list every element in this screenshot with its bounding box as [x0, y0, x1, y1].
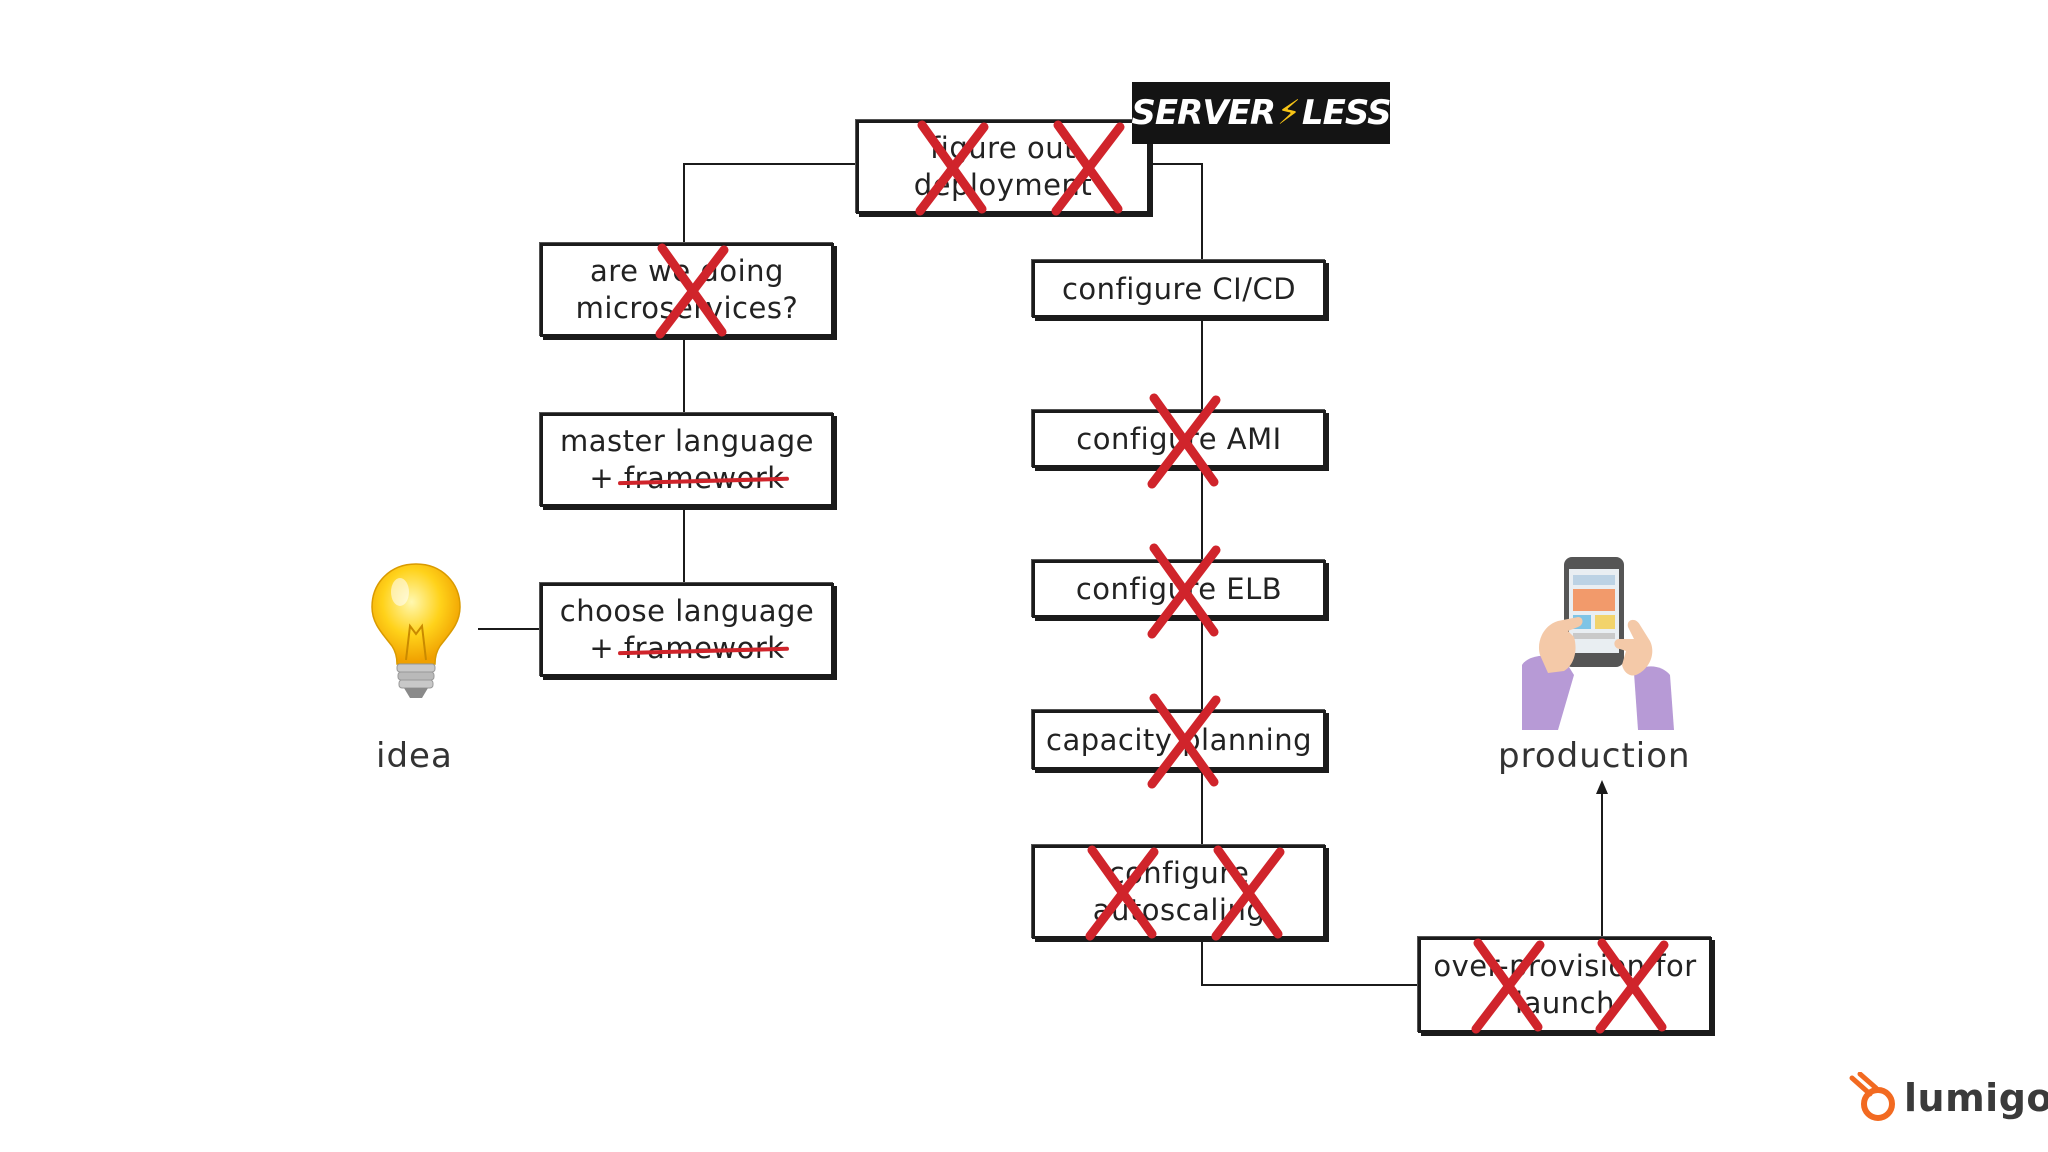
- node-text-line: capacity planning: [1046, 722, 1312, 759]
- node-text: capacity planning: [1046, 722, 1312, 757]
- node-text: are we doing: [590, 254, 784, 288]
- node-text: deployment: [913, 168, 1093, 202]
- struck-text: framework: [623, 631, 785, 665]
- node-text-line: master language: [560, 423, 814, 460]
- node-configure-elb: configure ELB: [1032, 560, 1326, 618]
- node-configure-cicd: configure CI/CD: [1032, 260, 1326, 318]
- serverless-logo-right: LESS: [1301, 93, 1392, 133]
- node-text: figure out: [930, 131, 1076, 165]
- node-text: configure CI/CD: [1061, 271, 1297, 306]
- node-text: configure AMI: [1076, 421, 1282, 456]
- serverless-logo-left: SERVER: [1131, 93, 1276, 133]
- node-text: configure: [1108, 856, 1250, 890]
- lightning-bolt-icon: ⚡: [1277, 93, 1301, 133]
- node-text: configure ELB: [1075, 571, 1283, 606]
- production-label: production: [1498, 736, 1691, 776]
- node-text: master language: [560, 424, 814, 458]
- struck-text: framework: [623, 461, 785, 495]
- node-text: +: [589, 631, 624, 665]
- node-text-line: launch: [1433, 985, 1696, 1022]
- node-master-language: master language+ framework: [540, 413, 834, 507]
- node-text: +: [589, 461, 624, 495]
- node-text-line: are we doing: [576, 253, 799, 290]
- node-text-line: + framework: [560, 460, 814, 497]
- node-text: autoscaling: [1092, 893, 1266, 927]
- idea-label: idea: [376, 736, 453, 776]
- node-text-line: autoscaling: [1093, 892, 1266, 929]
- node-text-line: configure ELB: [1076, 571, 1282, 608]
- lumigo-brand-text: lumigo: [1904, 1076, 2048, 1120]
- connector-autoscaling-to-overprovision: [1201, 939, 1418, 986]
- connector-deployment-to-cicd: [1150, 163, 1203, 260]
- lightbulb-icon: [371, 563, 461, 698]
- lumigo-logo: lumigo: [1848, 1072, 2048, 1124]
- node-configure-ami: configure AMI: [1032, 410, 1326, 468]
- node-text-line: deployment: [914, 167, 1092, 204]
- smartphone-hands-icon: [1522, 557, 1674, 730]
- arrowhead-up-icon: [1596, 780, 1608, 794]
- node-text: choose language: [559, 594, 815, 628]
- node-text: launch: [1515, 986, 1615, 1020]
- node-text: microservices?: [575, 291, 799, 325]
- node-text-line: figure out: [914, 130, 1092, 167]
- node-text-line: configure: [1093, 855, 1266, 892]
- node-text-line: + framework: [560, 630, 815, 667]
- node-text-line: over-provision for: [1433, 948, 1696, 985]
- node-choose-language: choose language+ framework: [540, 583, 834, 677]
- node-text-line: choose language: [560, 593, 815, 630]
- serverless-logo-badge: SERVER ⚡ LESS: [1131, 82, 1392, 144]
- node-text-line: configure AMI: [1076, 421, 1281, 458]
- connector-microservices-to-deployment: [683, 163, 856, 243]
- node-text-line: configure CI/CD: [1062, 271, 1296, 308]
- node-text-line: microservices?: [576, 290, 799, 327]
- lumigo-logo-icon: [1849, 1072, 1895, 1121]
- node-capacity-planning: capacity planning: [1032, 710, 1326, 770]
- node-text: over-provision for: [1433, 949, 1697, 983]
